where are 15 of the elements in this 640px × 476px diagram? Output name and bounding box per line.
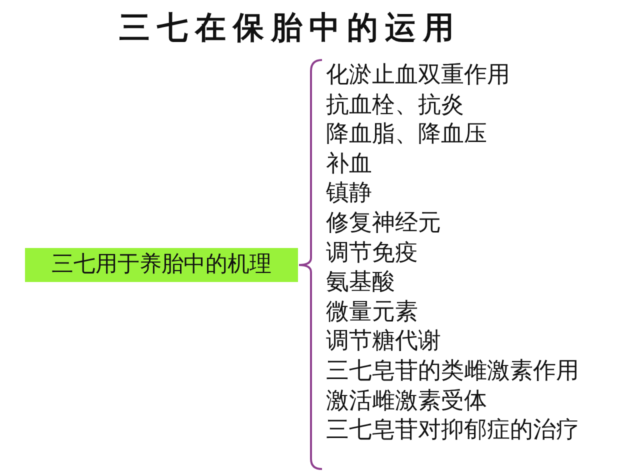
item-text: 修复神经元	[326, 209, 441, 237]
title: 三七在保胎中的运用	[118, 9, 462, 48]
item-text: 微量元素	[326, 298, 418, 326]
item-text: 氨基酸	[326, 268, 395, 296]
item-text: 化淤止血双重作用	[326, 61, 510, 89]
item-text: 调节糖代谢	[326, 327, 441, 356]
item-text: 抗血栓、抗炎	[326, 90, 464, 119]
item-text: 降血脂、降血压	[326, 120, 487, 148]
item-text: 补血	[326, 150, 372, 178]
item-text: 三七皂苷的类雌激素作用	[326, 357, 579, 385]
item-text: 激活雌激素受体	[326, 386, 487, 415]
item-text: 调节免疫	[326, 238, 418, 267]
item-text: 三七皂苷对抑郁症的治疗	[326, 416, 579, 444]
label-box: 三七用于养胎中的机理	[25, 248, 298, 282]
item-text: 镇静	[326, 179, 372, 208]
